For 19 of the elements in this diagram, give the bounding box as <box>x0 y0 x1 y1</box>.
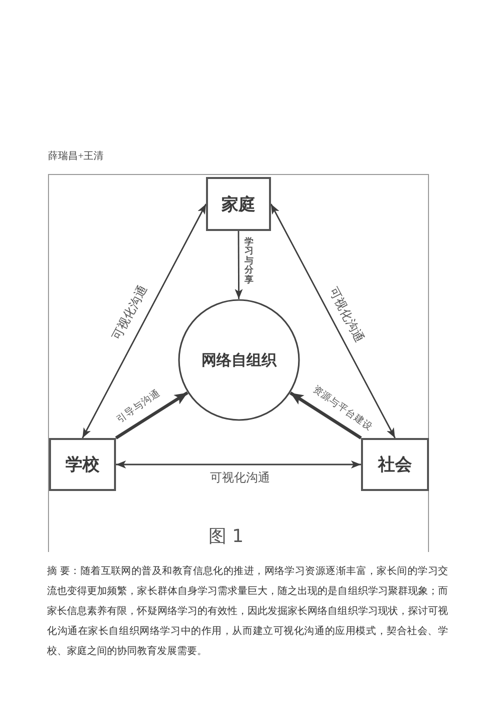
labeled-box: 社会 <box>361 438 429 491</box>
figure-caption: 图 1 <box>208 525 244 548</box>
edge-label: 资源与平台建设 <box>310 384 374 434</box>
double-arrow <box>82 204 207 438</box>
labeled-circle: 网络自组织 <box>178 299 300 421</box>
abstract-text: 摘 要：随着互联网的普及和教育信息化的推进，网络学习资源逐渐丰富，家长间的学习交流也变得更加频繁，家长群体自身学习需求量巨大，随之出现的是自组织学习聚群现象；而家长信息素养有限，怀疑网络学习的有效性，因此发掘家长网络自组织学习现状，探讨可视化沟通在家长自组织网络学习中的作用，从而建立可视化沟通的应用模式，契合社会、学校、家庭之间的协同教育发展需要。 <box>47 566 448 657</box>
byline: 薛瑞昌+王清 <box>48 151 104 162</box>
labeled-box: 学校 <box>49 438 116 491</box>
edge-label: 可视化沟通 <box>326 285 366 345</box>
labeled-box: 家庭 <box>206 177 271 231</box>
edge-label: 可视化沟通 <box>210 471 270 485</box>
double-arrow <box>116 460 361 468</box>
arrow <box>234 231 243 299</box>
arrow <box>115 391 188 440</box>
edge-label: 引导与沟通 <box>116 388 162 426</box>
edge-label: 可视化沟通 <box>110 283 150 343</box>
double-arrow <box>270 204 396 438</box>
arrow <box>290 392 362 440</box>
edge-label: 学习与分享 <box>244 238 254 286</box>
